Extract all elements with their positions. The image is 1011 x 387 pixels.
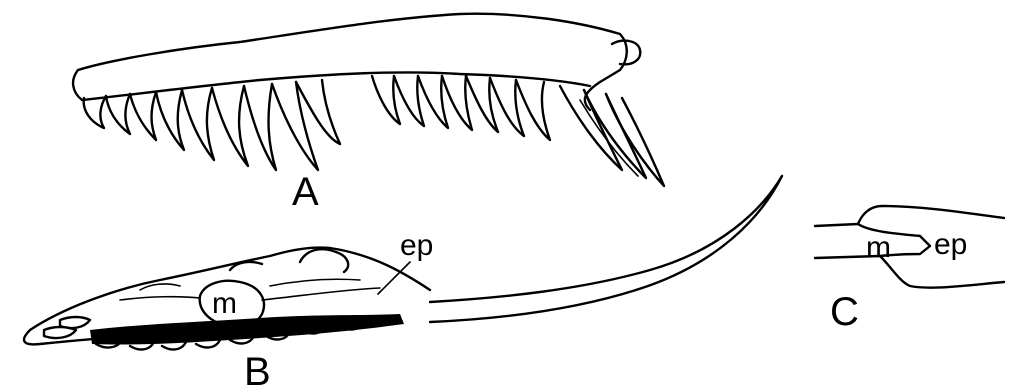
panel-b-rostrum — [430, 176, 782, 322]
panel-b-skull: B ep m — [24, 176, 782, 387]
panel-b-letter: B — [244, 350, 271, 387]
panel-a-jaw: A — [73, 14, 664, 214]
panel-c-letter: C — [830, 290, 859, 334]
panel-a-teeth-right — [372, 76, 550, 140]
panel-c-outline — [815, 206, 1004, 288]
panel-b-label-m: m — [212, 287, 237, 320]
panel-b-ep-pointer — [378, 262, 410, 294]
panel-a-fangs — [560, 86, 664, 186]
panel-a-teeth-left — [84, 80, 340, 170]
panel-c-label-m: m — [866, 231, 891, 264]
panel-c-detail: m ep C — [815, 206, 1004, 334]
panel-b-label-ep: ep — [400, 229, 433, 262]
panel-b-internal-lines — [120, 279, 380, 300]
panel-a-letter: A — [292, 170, 319, 214]
panel-c-label-ep: ep — [934, 228, 967, 261]
